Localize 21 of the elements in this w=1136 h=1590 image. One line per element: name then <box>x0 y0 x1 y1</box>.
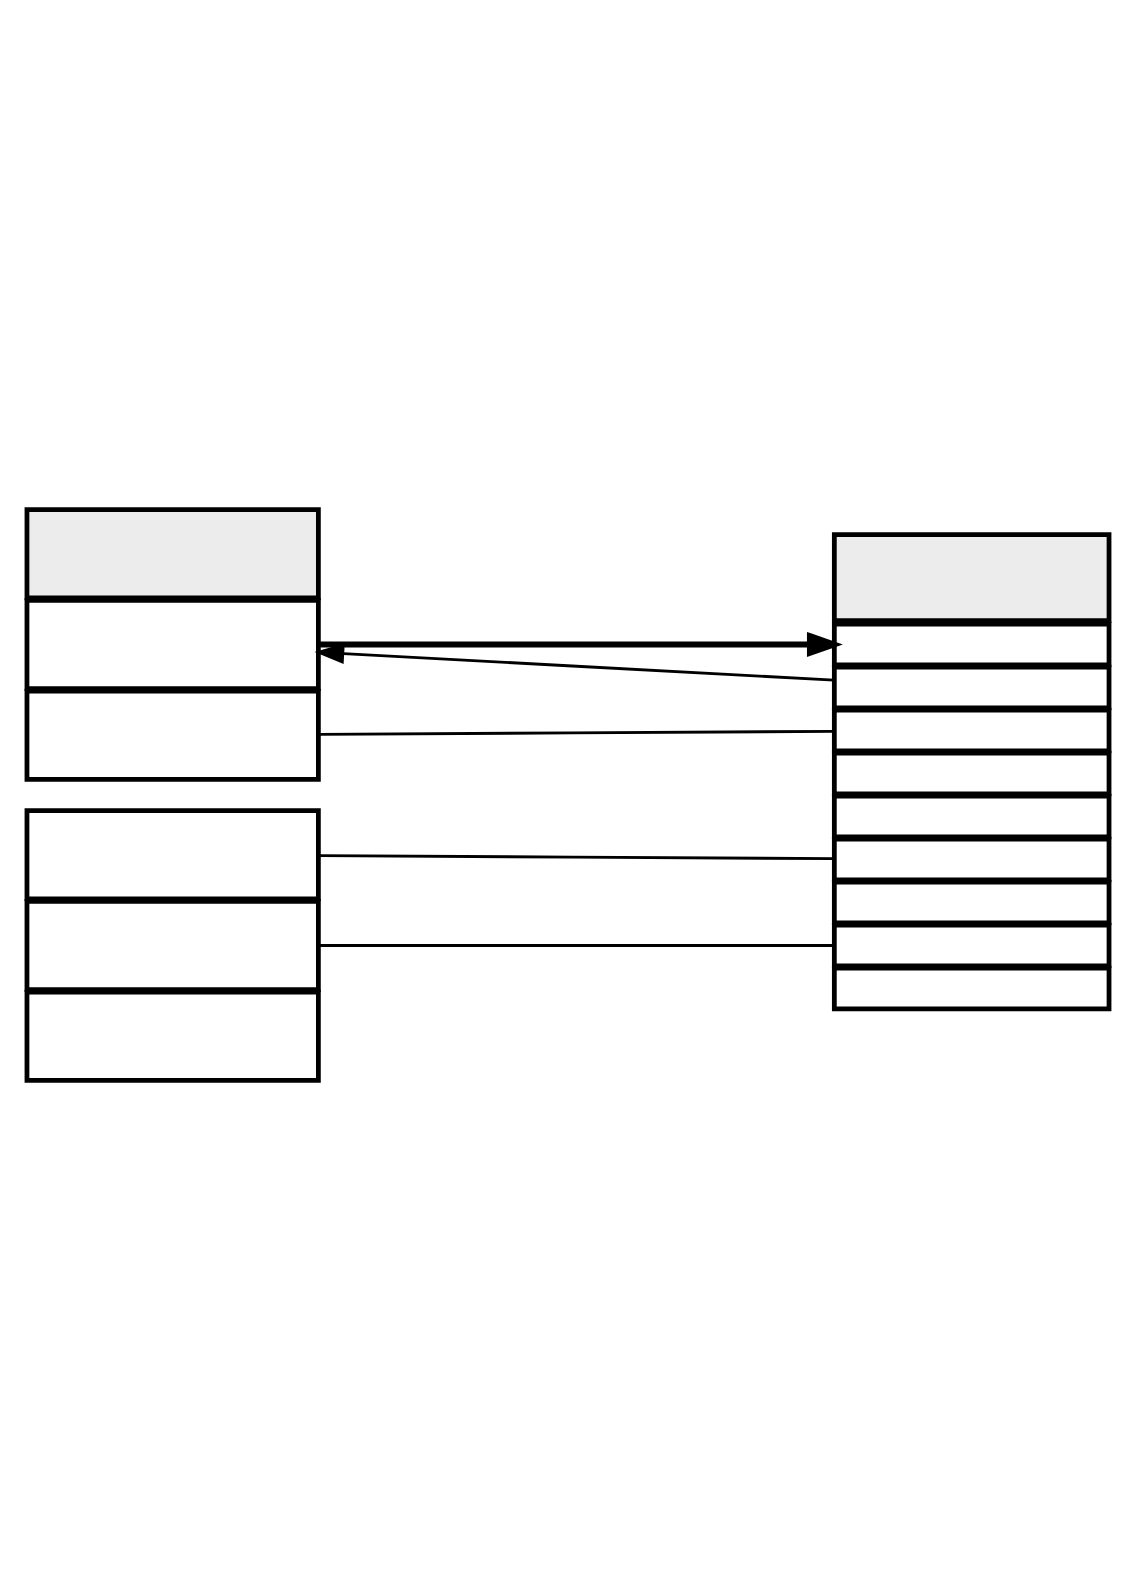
arrow <box>314 643 834 682</box>
node-box <box>831 707 1112 754</box>
node-box <box>831 922 1112 969</box>
node-box <box>24 688 321 782</box>
node-box <box>831 621 1112 668</box>
node-box <box>831 879 1112 926</box>
node-box <box>831 836 1112 883</box>
node-box <box>831 532 1112 623</box>
node-box <box>24 989 321 1083</box>
arrow <box>318 631 843 658</box>
node-box <box>24 898 321 993</box>
node-box <box>831 664 1112 711</box>
connector <box>318 944 834 947</box>
connector <box>318 729 834 736</box>
node-box <box>831 965 1112 1012</box>
node-box <box>24 597 321 692</box>
node-box <box>831 750 1112 797</box>
node-box <box>24 808 321 902</box>
node-box <box>831 793 1112 840</box>
connector <box>318 854 834 861</box>
node-box <box>24 507 321 601</box>
